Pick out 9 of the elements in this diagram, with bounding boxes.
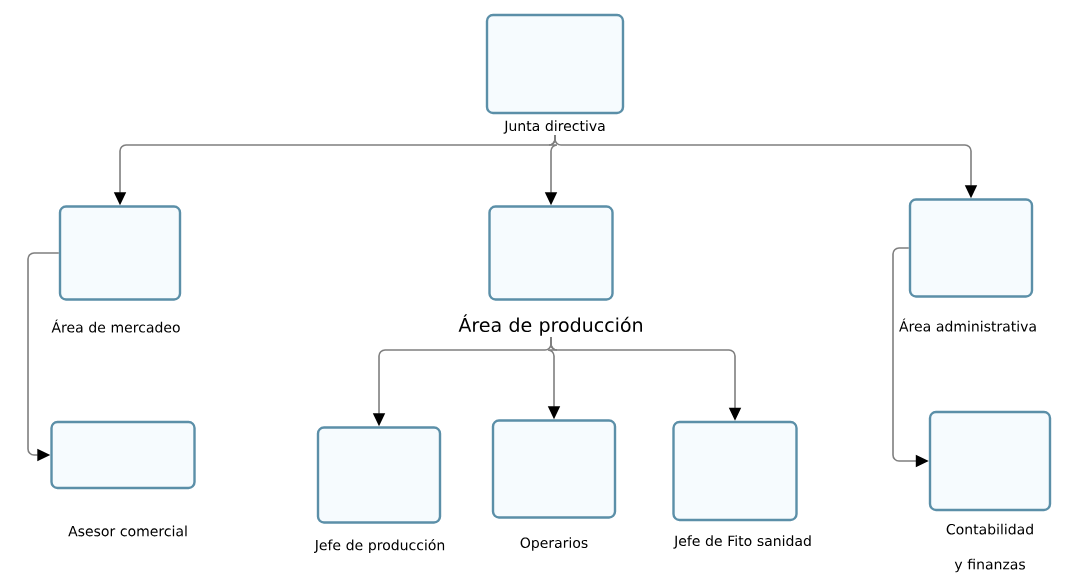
box-label: Junta directiva <box>503 120 605 134</box>
box-label: Contabilidad y finanzas <box>946 523 1033 573</box>
box-label: Asesor comercial <box>68 525 187 537</box>
box-label: Jefe de producción <box>314 538 445 554</box>
box-label: Área administrativa <box>899 318 1036 332</box>
box-label: Jefe de Fito sanidad <box>673 535 811 549</box>
box-label: Operarios <box>520 537 588 551</box>
box-label: Área de mercadeo <box>51 319 180 333</box>
box-label: Área de producción <box>458 314 642 336</box>
